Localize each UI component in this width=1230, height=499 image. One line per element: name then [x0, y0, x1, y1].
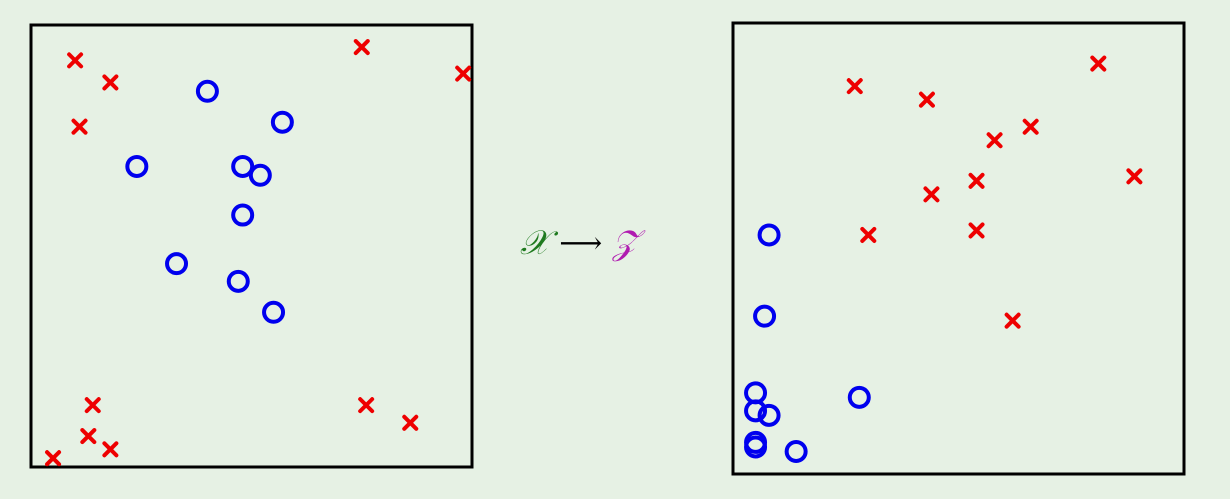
source-space-symbol: 𝒳: [520, 223, 550, 263]
circle-point: [753, 304, 777, 328]
mapping-label: 𝒳 ⟶ 𝒵: [520, 216, 690, 270]
circle-point: [231, 203, 255, 227]
cross-point: [1022, 118, 1039, 135]
circle-point: [262, 300, 286, 324]
circle-point: [195, 79, 219, 103]
cross-point: [358, 397, 375, 414]
cross-point: [402, 414, 419, 431]
circle-point: [784, 439, 808, 463]
cross-point: [986, 132, 1003, 149]
cross-point: [67, 52, 84, 69]
cross-point: [102, 441, 119, 458]
feature-space-points: [744, 55, 1143, 463]
cross-point: [353, 39, 370, 56]
cross-point: [84, 397, 101, 414]
circle-point: [248, 163, 272, 187]
cross-point: [923, 186, 940, 203]
cross-point: [1126, 168, 1143, 185]
cross-point: [846, 78, 863, 95]
cross-point: [860, 226, 877, 243]
input-space-frame: [29, 23, 474, 469]
input-space-points: [45, 39, 472, 467]
cross-point: [918, 91, 935, 108]
circle-point: [847, 385, 871, 409]
cross-point: [102, 74, 119, 91]
cross-point: [1090, 55, 1107, 72]
cross-point: [968, 222, 985, 239]
circle-point: [744, 430, 768, 454]
circle-point: [744, 399, 768, 423]
cross-point: [968, 172, 985, 189]
cross-point: [80, 428, 97, 445]
circle-point: [757, 223, 781, 247]
target-space-symbol: 𝒵: [612, 223, 639, 263]
cross-point: [45, 450, 62, 467]
cross-point: [1004, 312, 1021, 329]
input-space-panel: [29, 23, 474, 469]
circle-point: [231, 154, 255, 178]
circle-point: [165, 252, 189, 276]
circle-point: [125, 154, 149, 178]
mapping-arrow: ⟶: [559, 225, 603, 261]
feature-space-frame: [731, 21, 1186, 476]
cross-point: [455, 65, 472, 82]
circle-point: [226, 269, 250, 293]
circle-point: [270, 110, 294, 134]
cross-point: [71, 118, 88, 135]
feature-space-panel: [731, 21, 1186, 476]
circle-point: [757, 403, 781, 427]
